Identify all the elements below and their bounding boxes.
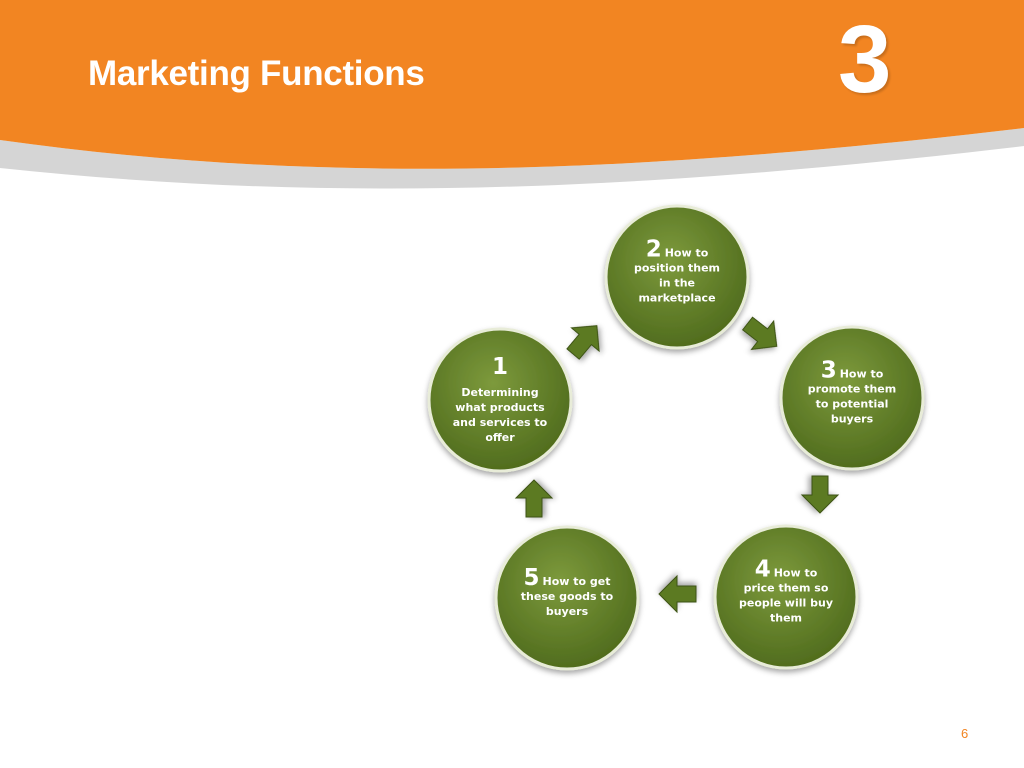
cycle-node-number: 4	[755, 557, 771, 583]
cycle-node-label-line: How to	[665, 247, 709, 260]
cycle-node-label-line: buyers	[546, 605, 589, 618]
cycle-arrow-1-to-2	[566, 325, 600, 360]
cycle-node-label-line: How to	[840, 368, 884, 381]
cycle-node-label-line: marketplace	[638, 292, 715, 305]
cycle-node-label-line: How to get	[543, 575, 611, 588]
cycle-node-number: 3	[821, 358, 837, 384]
cycle-node-number: 1	[492, 354, 508, 380]
cycle-arrow-3-to-4	[800, 475, 840, 514]
cycle-node-circle	[494, 525, 640, 671]
cycle-node-label-line: offer	[485, 431, 515, 444]
cycle-node-label-line: and services to	[453, 416, 548, 429]
cycle-node-label-line: promote them	[808, 383, 896, 396]
cycle-node-label-line: these goods to	[521, 590, 614, 603]
cycle-node-circle	[604, 204, 750, 350]
cycle-node-label-line: position them	[634, 262, 720, 275]
cycle-node-label-line: in the	[659, 277, 695, 290]
cycle-node-label-line: to potential	[816, 398, 889, 411]
header-band	[0, 0, 1024, 189]
cycle-node-label-line: people will buy	[739, 597, 833, 610]
cycle-node-number: 2	[646, 237, 662, 263]
header-swoosh-gray	[0, 128, 1024, 189]
slide-title: Marketing Functions	[88, 54, 425, 93]
page-number: 6	[961, 726, 969, 741]
cycle-node-first-line: 5 How to get	[523, 565, 610, 591]
cycle-node-circle	[779, 325, 925, 471]
chapter-number: 3	[838, 6, 892, 113]
header-orange-fill	[0, 0, 1024, 169]
cycle-node-label-line: what products	[455, 401, 545, 414]
cycle-arrow-5-to-1	[514, 479, 554, 518]
cycle-node-number: 5	[523, 565, 539, 591]
cycle-node-label-line: buyers	[831, 413, 874, 426]
cycle-node-circle	[427, 327, 573, 473]
cycle-node-5: 5 How to get these goods to buyers	[494, 525, 640, 671]
cycle-arrow-4-to-5	[658, 574, 697, 614]
cycle-node-label-line: price them so	[744, 582, 829, 595]
cycle-node-label-line: them	[770, 612, 802, 625]
cycle-node-label-line: How to	[774, 567, 818, 580]
cycle-arrow-2-to-3	[741, 316, 778, 351]
cycle-node-circle	[713, 524, 859, 670]
cycle-node-label-line: Determining	[461, 386, 538, 399]
